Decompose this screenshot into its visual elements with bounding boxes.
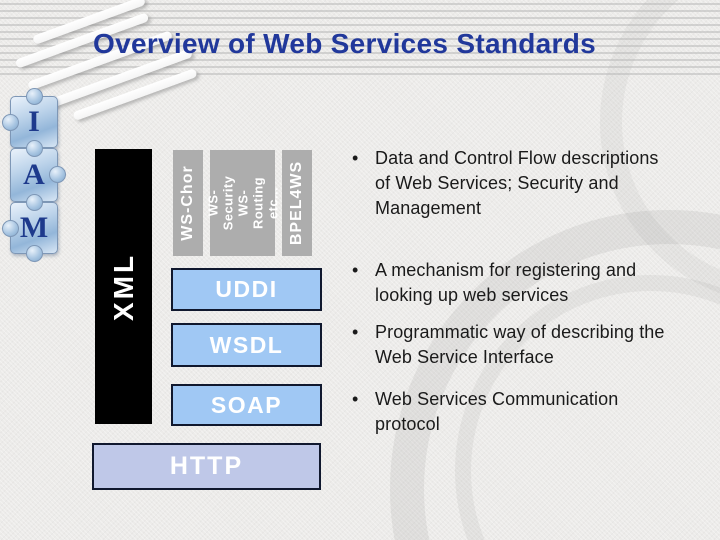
bullet-text: Programmatic way of describing the Web S… [375, 322, 665, 367]
puzzle-knob-icon [49, 166, 66, 183]
bullet-marker-icon: • [352, 389, 359, 409]
puzzle-piece-m: M [2, 194, 58, 262]
iam-puzzle-logo: I A M [2, 88, 66, 262]
bullet-item: • A mechanism for registering and lookin… [352, 258, 704, 308]
logo-letter: A [23, 158, 45, 191]
bullet-text: Web Services Communication protocol [375, 389, 619, 434]
bullet-text: A mechanism for registering and looking … [375, 260, 637, 305]
logo-letter: I [28, 105, 40, 138]
bullet-marker-icon: • [352, 322, 359, 342]
bullet-marker-icon: • [352, 148, 359, 168]
bullet-item: • Data and Control Flow descriptions of … [352, 146, 704, 221]
header-stripe-band [0, 3, 720, 79]
box-http: HTTP [92, 443, 321, 490]
box-uddi: UDDI [171, 268, 322, 311]
box-ws-chor-label: WS-Chor [179, 165, 196, 241]
box-ws-chor: WS-Chor [173, 150, 203, 256]
box-bpel4ws-label: BPEL4WS [288, 160, 305, 246]
puzzle-knob-icon [2, 114, 19, 131]
box-ws-security-routing: WS-Security WS-Routing etc... [205, 150, 280, 256]
xml-layer-label: XML [107, 252, 139, 321]
bullet-marker-icon: • [352, 260, 359, 280]
slide-title: Overview of Web Services Standards [93, 28, 597, 59]
puzzle-piece-i: I [2, 88, 58, 148]
puzzle-knob-icon [26, 194, 43, 211]
puzzle-knob-icon [26, 245, 43, 262]
logo-letter: M [19, 211, 49, 244]
puzzle-knob-icon [2, 220, 19, 237]
box-wsdl: WSDL [171, 323, 322, 367]
box-ws-security-routing-label: WS-Security WS-Routing etc... [205, 175, 280, 231]
box-soap: SOAP [171, 384, 322, 426]
bullet-item: • Web Services Communication protocol [352, 387, 704, 437]
puzzle-knob-icon [26, 88, 43, 105]
xml-layer-bar: XML [95, 149, 152, 424]
box-bpel4ws: BPEL4WS [282, 150, 312, 256]
puzzle-knob-icon [26, 140, 43, 157]
bullet-text: Data and Control Flow descriptions of We… [375, 148, 659, 218]
bullet-item: • Programmatic way of describing the Web… [352, 320, 704, 370]
